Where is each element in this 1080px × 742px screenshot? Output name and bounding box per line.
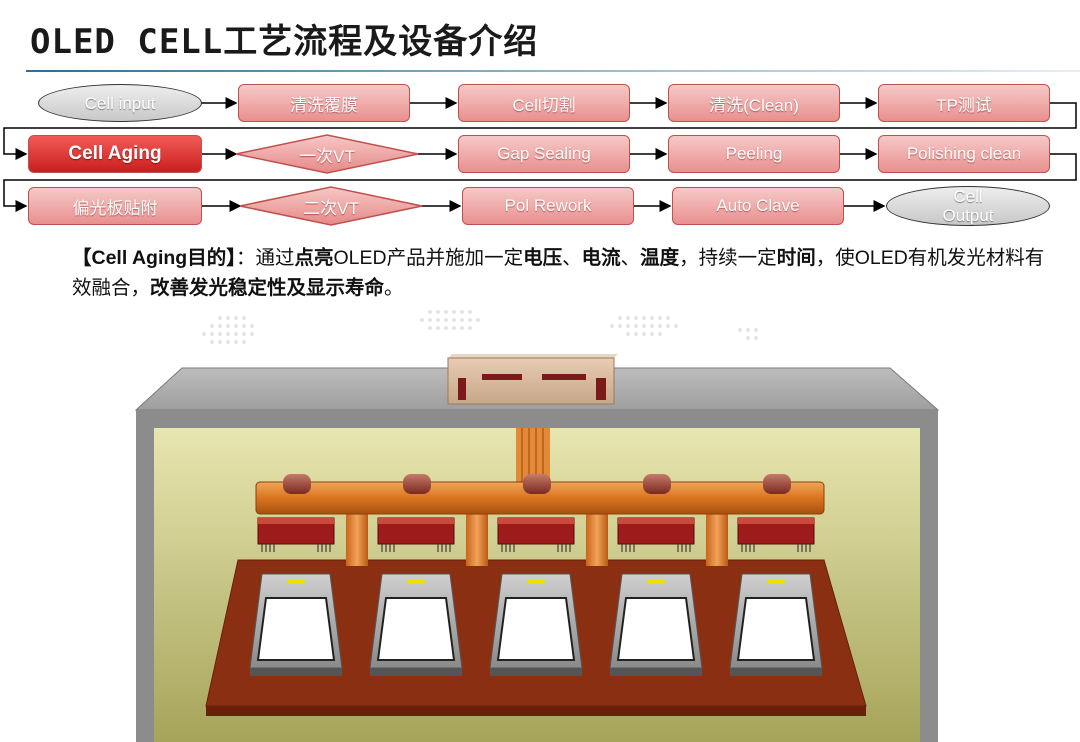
desc-text: ：通过 (235, 247, 295, 269)
step-cell-aging: Cell Aging (28, 135, 202, 173)
step-polishing-clean: Polishing clean (878, 135, 1050, 173)
step-peeling: Peeling (668, 135, 840, 173)
step-first-vt: 一次VT (299, 146, 355, 166)
step-auto-clave: Auto Clave (672, 187, 844, 225)
title-underline (26, 70, 1080, 72)
background-dots (202, 310, 758, 344)
cell-aging-description: 【Cell Aging目的】：通过点亮OLED产品并施加一定电压、电流、温度，持… (72, 243, 1062, 303)
step-second-vt: 二次VT (303, 198, 359, 218)
desc-bold-light-up: 点亮 (294, 247, 334, 269)
power-supply-unit (447, 354, 618, 405)
cell-input-terminator: Cell input (38, 84, 202, 122)
cell-output-terminator: Cell Output (886, 186, 1050, 226)
desc-text: 、 (562, 247, 582, 269)
desc-bold-improve: 改善发光稳定性及显示寿命 (150, 277, 385, 299)
step-clean: 清洗(Clean) (668, 84, 840, 122)
desc-text: ，持续一定 (679, 247, 777, 269)
desc-text: OLED产品并施加一定 (333, 247, 524, 269)
decision-diamond-2 (239, 186, 423, 226)
desc-bold-current: 电流 (581, 247, 621, 269)
aging-chamber-illustration (134, 354, 940, 742)
oled-panels (249, 573, 823, 676)
step-cell-cutting: Cell切割 (458, 84, 630, 122)
decision-diamond-1 (235, 134, 419, 174)
desc-bold-temperature: 温度 (640, 247, 680, 269)
desc-text: 、 (620, 247, 641, 269)
step-tp-test: TP测试 (878, 84, 1050, 122)
desc-text: ，使OLED有机发光材料有效融合， (72, 247, 1045, 299)
desc-bold-time: 时间 (776, 247, 816, 269)
step-gap-sealing: Gap Sealing (458, 135, 630, 173)
cell-output-line2: Output (942, 206, 994, 225)
desc-text: 。 (384, 277, 404, 299)
step-cleaning-film: 清洗覆膜 (238, 84, 410, 122)
page-title: OLED CELL工艺流程及设备介绍 (30, 22, 539, 62)
step-polarizer-attach: 偏光板贴附 (28, 187, 202, 225)
probe-units (257, 474, 815, 552)
desc-bold-voltage: 电压 (523, 247, 563, 269)
desc-heading: 【Cell Aging目的】 (72, 247, 236, 269)
step-pol-rework: Pol Rework (462, 187, 634, 225)
cell-output-line1: Cell (953, 187, 983, 206)
